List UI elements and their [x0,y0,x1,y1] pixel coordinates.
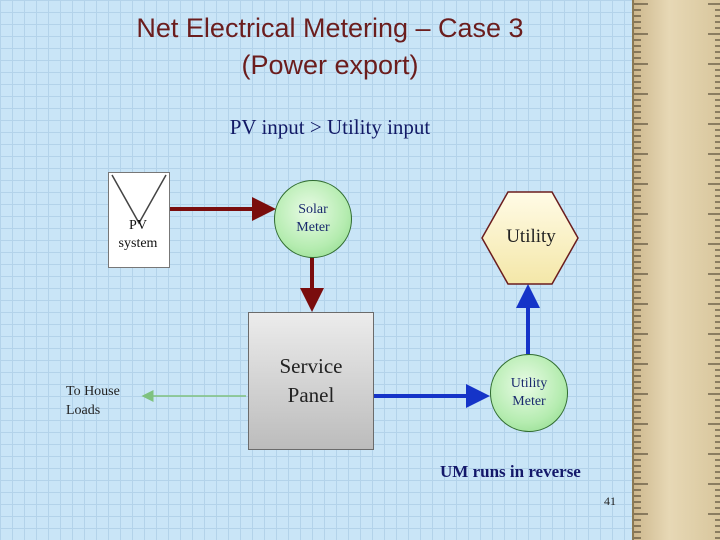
utility-meter-label: Utility Meter [511,375,548,411]
house-loads-line-1: To House [66,384,120,399]
slide-title-line-1: Net Electrical Metering – Case 3 [136,13,524,43]
um-reverse-caption: UM runs in reverse [440,462,581,481]
service-panel-box: Service Panel [248,312,374,450]
solar-meter-node: Solar Meter [274,180,352,258]
service-panel-label: Service Panel [280,352,343,410]
utility-meter-line-2: Meter [512,394,546,409]
solar-meter-line-2: Meter [296,220,330,235]
service-panel-line-2: Panel [287,383,335,407]
pv-system-label: PV system [108,217,168,253]
solar-meter-line-1: Solar [298,202,328,217]
slide-subtitle: PV input > Utility input [229,115,431,139]
pv-system-box [108,172,170,268]
ruler-decoration [632,0,720,540]
utility-hexagon [481,191,579,285]
utility-meter-node: Utility Meter [490,354,568,432]
house-loads-line-2: Loads [66,403,101,418]
utility-meter-line-1: Utility [510,376,548,391]
slide-title-line-2: (Power export) [241,50,419,80]
pv-label-line-1: PV [129,218,147,233]
pv-panel-icon [111,174,167,225]
utility-label: Utility [506,226,556,247]
ruler-ticks [634,3,720,539]
slide-title: Net Electrical Metering – Case 3 (Power … [40,10,620,84]
house-loads-label: To House Loads [66,382,120,420]
service-panel-line-1: Service [279,354,343,378]
solar-meter-label: Solar Meter [296,201,329,237]
page-number: 41 [604,494,616,508]
pv-label-line-2: system [118,236,158,251]
